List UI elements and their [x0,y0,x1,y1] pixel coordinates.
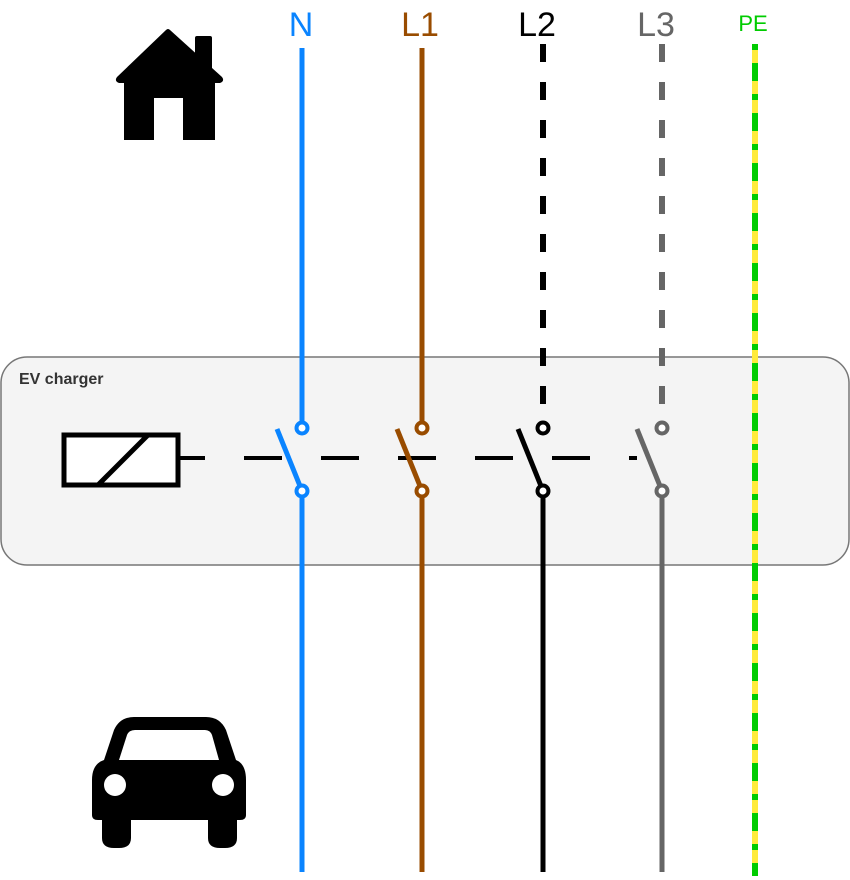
switch-l2-blade [515,428,544,487]
ev-charger-enclosure [0,356,850,566]
car-icon [92,717,246,848]
contact-l2-lower [535,483,551,499]
switch-n-blade [274,428,303,487]
contact-l3-lower [654,483,670,499]
switch-l3-blade [634,428,663,487]
contact-l2-upper [535,420,551,436]
contact-l1-lower [414,483,430,499]
wire-label-l3: L3 [637,6,675,44]
contact-l3-upper [654,420,670,436]
switch-l1-blade [394,428,423,487]
contact-l1-upper [414,420,430,436]
wire-label-l1: L1 [401,6,439,44]
wire-label-l2: L2 [518,6,556,44]
ev-charger-label: EV charger [19,371,103,388]
wire-label-n: N [289,6,314,44]
wire-label-pe: PE [738,11,767,36]
house-icon [115,29,224,140]
contact-n-lower [294,483,310,499]
relay-coil-icon [61,432,181,488]
contact-n-upper [294,420,310,436]
